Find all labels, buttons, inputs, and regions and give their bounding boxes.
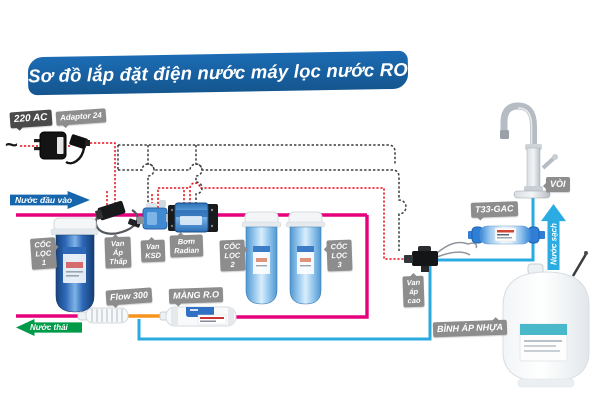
badge-low-pressure-valve: Van Áp Thấp xyxy=(104,236,132,269)
clean-water-label: Nước sạch xyxy=(549,222,558,265)
waste-water-arrow: Nước thải xyxy=(16,319,82,336)
badge-t33-gac: T33-GAC xyxy=(470,201,518,218)
filter-housing-2 xyxy=(241,211,282,305)
waste-water-label: Nước thải xyxy=(30,323,68,332)
filter-housing-3 xyxy=(285,211,326,305)
input-water-arrow: Nước đầu vào xyxy=(10,191,90,209)
ksd-valve xyxy=(137,200,174,230)
dc-plug xyxy=(65,134,90,165)
pressure-tank xyxy=(502,251,590,388)
input-water-label: Nước đầu vào xyxy=(15,195,73,205)
badge-ksd-valve: Van KSD xyxy=(140,239,166,263)
black-wires xyxy=(117,144,407,251)
badge-pump: Bơm Radian xyxy=(169,234,204,258)
ro-membrane xyxy=(159,306,237,327)
badge-220ac: 220 AC xyxy=(9,109,53,129)
badge-filter-2: CỐC LỌC 2 xyxy=(219,239,246,272)
pump xyxy=(168,202,218,233)
high-pressure-valve xyxy=(404,241,478,272)
clean-water-pipe xyxy=(137,188,535,341)
diagram-title: Sơ đồ lắp đặt điện nước máy lọc nước RO xyxy=(27,50,409,96)
power-adapter xyxy=(34,131,67,160)
faucet xyxy=(500,102,558,199)
badge-pressure-tank: BÌNH ÁP NHỰA xyxy=(432,319,508,338)
t33-gac-filter xyxy=(468,225,545,245)
badge-faucet: VÒI xyxy=(543,177,570,192)
filter-housing-1 xyxy=(50,217,99,313)
badge-membrane: MÀNG R.O xyxy=(168,287,224,304)
badge-high-pressure-valve: Van áp cao xyxy=(402,275,426,308)
ac-symbol: ~ xyxy=(5,132,18,157)
low-pressure-valve xyxy=(94,200,141,235)
badge-filter-3: CỐC LỌC 3 xyxy=(326,239,353,272)
badge-filter-1: CỐC LỌC 1 xyxy=(29,237,57,270)
